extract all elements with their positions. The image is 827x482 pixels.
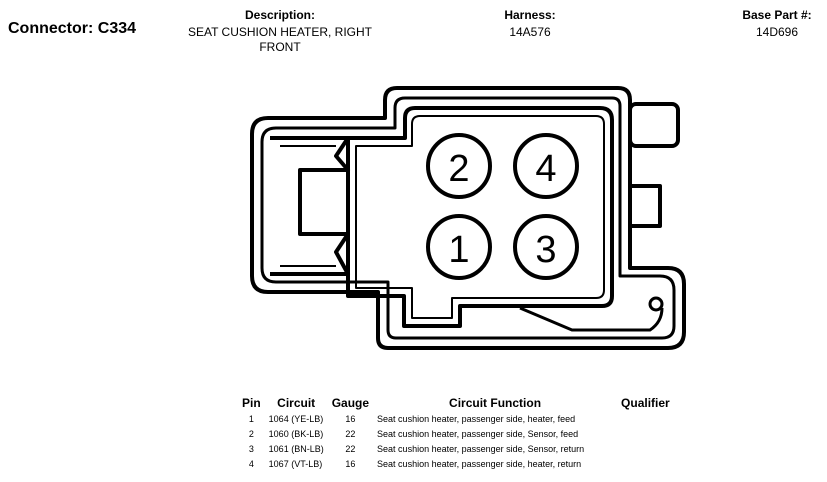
latch-recess bbox=[270, 136, 350, 276]
cavity-block-outer bbox=[346, 106, 614, 328]
table-row: 4 1067 (VT-LB) 16 Seat cushion heater, p… bbox=[238, 457, 674, 472]
base-part-value: 14D696 bbox=[755, 25, 799, 39]
pin-1: 1 bbox=[426, 214, 492, 280]
harness-value: 14A576 bbox=[509, 25, 551, 39]
row-gauge: 22 bbox=[345, 429, 356, 439]
description-value: SEAT CUSHION HEATER, RIGHT FRONT bbox=[187, 25, 373, 54]
table-row: 2 1060 (BK-LB) 22 Seat cushion heater, p… bbox=[238, 427, 674, 442]
row-pin: 1 bbox=[248, 414, 254, 424]
pin-4: 4 bbox=[513, 133, 579, 199]
row-qualifier bbox=[617, 442, 674, 457]
alignment-hole bbox=[648, 296, 664, 312]
header-circuit-function: Circuit Function bbox=[449, 396, 542, 410]
row-circuit-function: Seat cushion heater, passenger side, hea… bbox=[377, 459, 582, 469]
pin-4-number: 4 bbox=[535, 148, 556, 190]
pin-3: 3 bbox=[513, 214, 579, 280]
row-circuit: 1061 (BN-LB) bbox=[268, 444, 324, 454]
row-circuit: 1064 (YE-LB) bbox=[268, 414, 324, 424]
table-row: 1 1064 (YE-LB) 16 Seat cushion heater, p… bbox=[238, 412, 674, 427]
row-pin: 3 bbox=[248, 444, 254, 454]
pin-2-number: 2 bbox=[448, 148, 469, 190]
bottom-ramp bbox=[519, 306, 664, 332]
right-tab-middle bbox=[628, 184, 662, 228]
harness-label: Harness: bbox=[504, 8, 556, 22]
row-circuit-function: Seat cushion heater, passenger side, Sen… bbox=[377, 444, 585, 454]
right-tab-upper bbox=[628, 102, 680, 148]
row-pin: 4 bbox=[248, 459, 254, 469]
row-gauge: 22 bbox=[345, 444, 356, 454]
pin-2: 2 bbox=[426, 133, 492, 199]
header-pin: Pin bbox=[242, 396, 261, 410]
pin-3-number: 3 bbox=[535, 229, 556, 271]
table-row: 3 1061 (BN-LB) 22 Seat cushion heater, p… bbox=[238, 442, 674, 457]
housing-outline-outer bbox=[250, 86, 686, 350]
row-circuit-function: Seat cushion heater, passenger side, hea… bbox=[377, 414, 576, 424]
housing-outline-inner bbox=[260, 96, 676, 340]
row-qualifier bbox=[617, 412, 674, 427]
base-part-label: Base Part #: bbox=[742, 8, 812, 22]
pin-1-number: 1 bbox=[448, 229, 469, 271]
latch-recess-inner bbox=[280, 145, 336, 267]
row-qualifier bbox=[617, 457, 674, 472]
header-circuit: Circuit bbox=[277, 396, 316, 410]
header-qualifier: Qualifier bbox=[621, 396, 670, 410]
row-pin: 2 bbox=[248, 429, 254, 439]
cavity-block-inner bbox=[355, 115, 605, 319]
description-label: Description: bbox=[244, 8, 315, 22]
header-gauge: Gauge bbox=[331, 396, 370, 410]
row-circuit: 1060 (BK-LB) bbox=[268, 429, 324, 439]
pinout-table: Pin Circuit Gauge Circuit Function Quali… bbox=[238, 396, 674, 472]
row-qualifier bbox=[617, 427, 674, 442]
row-gauge: 16 bbox=[345, 459, 356, 469]
row-circuit: 1067 (VT-LB) bbox=[268, 459, 323, 469]
pinout-header-row: Pin Circuit Gauge Circuit Function Quali… bbox=[238, 396, 674, 412]
row-circuit-function: Seat cushion heater, passenger side, Sen… bbox=[377, 429, 579, 439]
connector-title: Connector: C334 bbox=[8, 20, 137, 37]
row-gauge: 16 bbox=[345, 414, 356, 424]
